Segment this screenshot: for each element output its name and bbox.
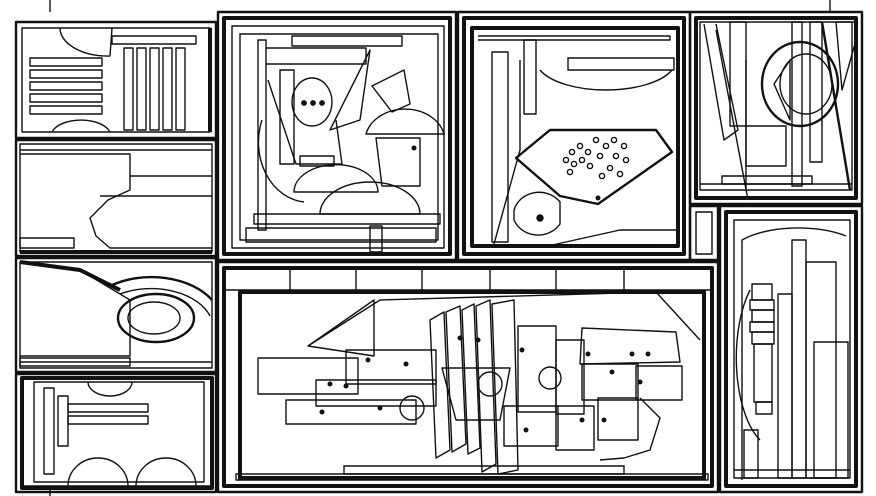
- eye-dot: [319, 100, 325, 106]
- panel-center-face: [216, 10, 458, 262]
- face-oval: [291, 77, 333, 127]
- half-moon-shape: [365, 108, 445, 135]
- vertical-slats: [123, 47, 186, 131]
- dot-pattern: [562, 136, 630, 180]
- panel-right-small-slot: [688, 204, 720, 262]
- panel-right-wedges: [688, 10, 864, 206]
- panel-right-tall-column: [718, 204, 864, 494]
- diamond-board: [514, 128, 674, 206]
- eye-dot: [310, 100, 316, 106]
- turned-spindle: [749, 283, 775, 415]
- top-strip-tiles: [223, 267, 713, 291]
- panel-center-diamond: [456, 10, 692, 262]
- comb-teeth: [29, 57, 103, 115]
- fan-panels: [429, 299, 519, 475]
- panel-left-spiral: [14, 256, 218, 374]
- panel-bottom-left-arches: [14, 372, 218, 494]
- panel-bottom-center-landscape: [216, 260, 720, 494]
- eye-dot: [301, 100, 307, 106]
- panel-top-left-comb: [14, 20, 218, 140]
- panel-mid-left-steps: [14, 138, 218, 258]
